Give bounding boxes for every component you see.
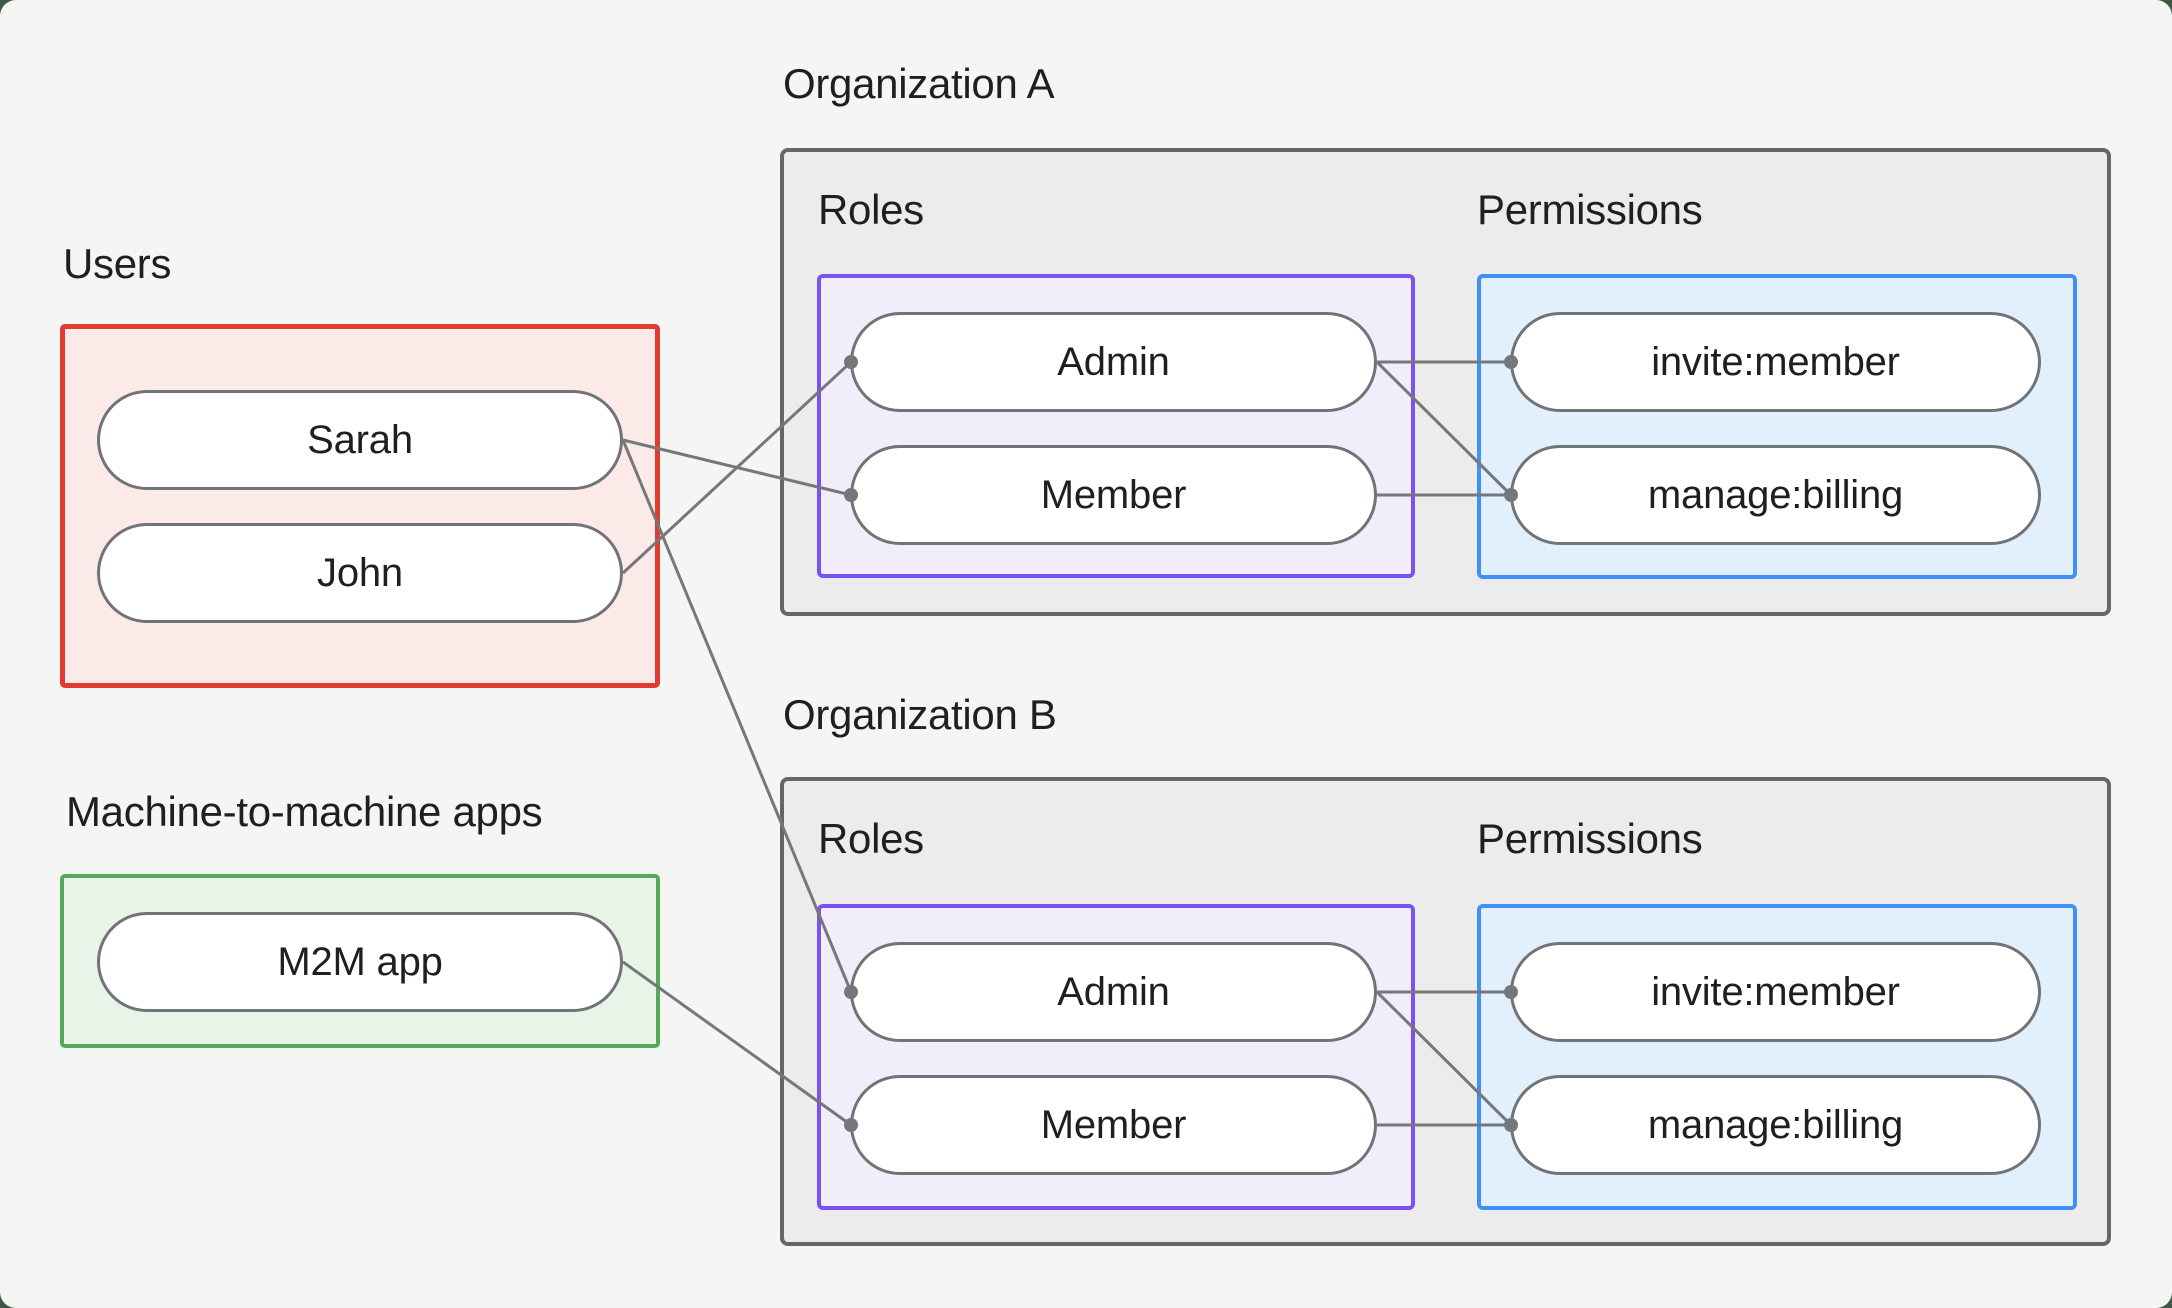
m2m-app-node-label: M2M app	[277, 939, 443, 984]
org-b-label: Organization B	[783, 691, 1057, 738]
org-b-permission-invite-member: invite:member	[1510, 942, 2041, 1042]
users-group-box	[60, 324, 660, 688]
m2m-group-label: Machine-to-machine apps	[66, 788, 543, 835]
org-a-role-admin: Admin	[850, 312, 1377, 412]
org-b-roles-label: Roles	[818, 815, 924, 862]
user-node-john: John	[97, 523, 623, 623]
m2m-app-node: M2M app	[97, 912, 623, 1012]
user-node-sarah: Sarah	[97, 390, 623, 490]
org-a-label: Organization A	[783, 60, 1055, 107]
org-b-role-admin: Admin	[850, 942, 1377, 1042]
users-group-label: Users	[63, 240, 172, 287]
org-a-permission-invite-member-label: invite:member	[1651, 339, 1900, 384]
org-b-role-member: Member	[850, 1075, 1377, 1175]
org-a-permissions-label: Permissions	[1477, 186, 1703, 233]
org-a-permission-invite-member: invite:member	[1510, 312, 2041, 412]
org-b-permissions-label: Permissions	[1477, 815, 1703, 862]
org-b-role-admin-label: Admin	[1057, 969, 1170, 1014]
org-a-permission-manage-billing-label: manage:billing	[1647, 472, 1904, 517]
org-a-permission-manage-billing: manage:billing	[1510, 445, 2041, 545]
org-a-role-member-label: Member	[1040, 472, 1187, 517]
user-node-sarah-label: Sarah	[307, 417, 413, 462]
org-a-roles-label: Roles	[818, 186, 924, 233]
org-b-permission-manage-billing: manage:billing	[1510, 1075, 2041, 1175]
org-b-permission-manage-billing-label: manage:billing	[1647, 1102, 1904, 1147]
org-a-role-admin-label: Admin	[1057, 339, 1170, 384]
org-a-role-member: Member	[850, 445, 1377, 545]
org-b-role-member-label: Member	[1040, 1102, 1187, 1147]
org-b-permission-invite-member-label: invite:member	[1651, 969, 1900, 1014]
user-node-john-label: John	[317, 550, 403, 595]
